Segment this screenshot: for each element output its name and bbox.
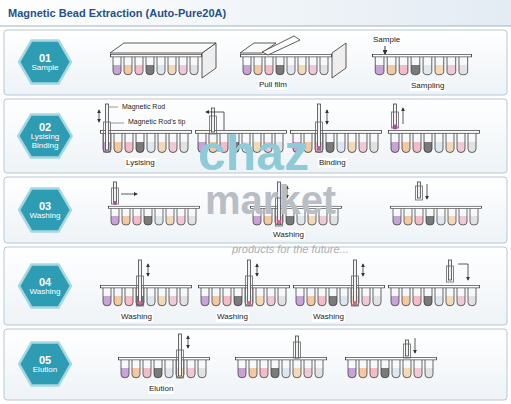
annotation-label: Magnetic Rod (121, 103, 166, 111)
step-number: 01 (39, 52, 51, 64)
hexagon-outline (18, 114, 72, 157)
step-caption: Lysising (125, 158, 156, 168)
step-name: Washing (30, 212, 61, 221)
annotation-label: Magnetic Rod's tip (127, 118, 186, 126)
step-caption: Elution (148, 384, 174, 394)
diagram-title: Magnetic Bead Extraction (Auto-Pure20A) (8, 7, 226, 20)
step-caption: Binding (318, 158, 347, 168)
annotation-label: Sample (372, 35, 401, 45)
step-name: Washing (30, 288, 61, 297)
hexagon-outline (19, 40, 71, 83)
step-caption: Washing (272, 230, 305, 240)
step-caption: Washing (312, 312, 345, 322)
step-number: 03 (39, 200, 51, 212)
step-number: 04 (39, 276, 51, 288)
step-number: 02 (39, 121, 51, 133)
step-caption: Sampling (410, 81, 445, 91)
hexagon-outline (19, 188, 71, 231)
watermark-text: products for the future... (232, 244, 349, 255)
step-name: Sample (31, 64, 58, 73)
hexagon-outline (19, 264, 71, 307)
watermark-text: market (205, 180, 336, 220)
step-caption: Washing (120, 312, 153, 322)
step-name: Elution (33, 366, 57, 375)
step-hexagon: 04Washing (18, 263, 72, 309)
step-hexagon: 01Sample (18, 39, 72, 85)
step-caption: Washing (216, 312, 249, 322)
step-hexagon: 03Washing (18, 187, 72, 233)
step-caption: Pull film (258, 80, 288, 90)
watermark-text: chaz (198, 128, 309, 178)
hexagon-outline (19, 342, 71, 385)
step-hexagon: 05Elution (18, 341, 72, 387)
step-number: 05 (39, 354, 51, 366)
step-name: Lysising Binding (25, 133, 65, 151)
step-hexagon: 02Lysising Binding (17, 113, 73, 159)
